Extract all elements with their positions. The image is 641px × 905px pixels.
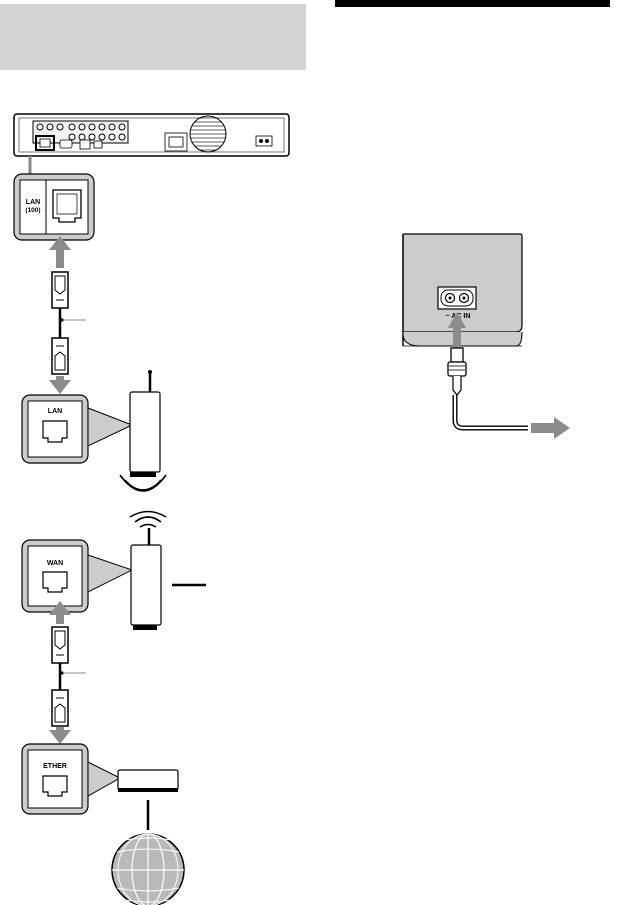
- ether-label: ETHER: [43, 763, 67, 770]
- lan-cable-1: [49, 272, 86, 394]
- ethernet-plug-top: [52, 272, 68, 308]
- recorder-ac-panel: ~ AC IN: [403, 234, 522, 346]
- ether-callout: ETHER: [22, 744, 120, 814]
- recorder-rear-panel: [14, 114, 289, 174]
- power-cord: [448, 348, 528, 428]
- ethernet-plug-bottom: [52, 338, 68, 374]
- ethernet-plug-bottom: [52, 690, 68, 726]
- arrow-right-to-outlet: [531, 417, 570, 439]
- fan-icon: [190, 116, 226, 152]
- lan100-label-line2: (100): [25, 207, 40, 214]
- wireless-signal-up-icon: [130, 512, 166, 528]
- wireless-bridge-device: [130, 370, 160, 477]
- arrow-up-to-recorder: [49, 236, 71, 268]
- lan100-callout: LAN (100): [14, 174, 94, 240]
- lan100-label-line1: LAN: [26, 199, 40, 206]
- lan-callout: LAN: [22, 395, 132, 463]
- lan-label: LAN: [48, 408, 62, 415]
- modem-device: [118, 770, 178, 830]
- arrow-down-to-bridge: [49, 376, 71, 394]
- wan-callout: WAN: [22, 540, 132, 624]
- ethernet-plug-top: [52, 627, 68, 663]
- wireless-router-device: [131, 528, 206, 630]
- internet-globe-icon: [112, 834, 184, 905]
- lan-cable-2: [49, 627, 86, 744]
- wireless-signal-down-icon: [120, 475, 166, 491]
- ac-inlet: [438, 287, 476, 309]
- arrow-down-to-modem: [49, 727, 71, 744]
- wan-label: WAN: [47, 560, 63, 567]
